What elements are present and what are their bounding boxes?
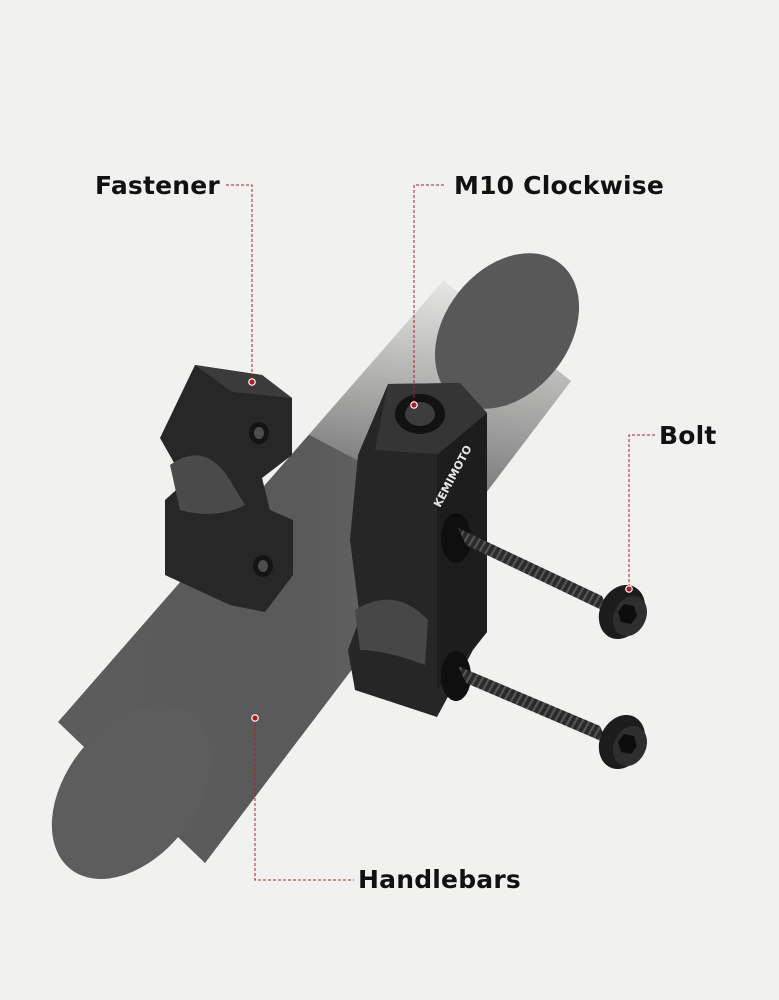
m10-leader bbox=[413, 184, 444, 405]
bracket-block-icon: KEMIMOTO bbox=[348, 383, 487, 717]
tube-end-face bbox=[434, 253, 580, 409]
bolt-dot bbox=[625, 585, 633, 593]
m10-clockwise-label: M10 Clockwise bbox=[454, 171, 665, 200]
handlebars-dot bbox=[251, 714, 259, 722]
leader-dots bbox=[248, 378, 633, 722]
handlebars-leader bbox=[254, 718, 354, 881]
bolt-leader bbox=[628, 434, 655, 588]
bolt-label: Bolt bbox=[659, 421, 717, 450]
bolt-upper-icon bbox=[458, 528, 648, 640]
handlebars-label: Handlebars bbox=[358, 865, 521, 894]
fastener-dot bbox=[248, 378, 256, 386]
bolt-lower-icon bbox=[458, 666, 648, 770]
fastener-clamp-icon bbox=[160, 365, 293, 612]
leader-lines bbox=[226, 184, 655, 881]
m10-dot bbox=[410, 401, 418, 409]
fastener-label: Fastener bbox=[95, 171, 220, 200]
fastener-leader bbox=[226, 184, 253, 382]
